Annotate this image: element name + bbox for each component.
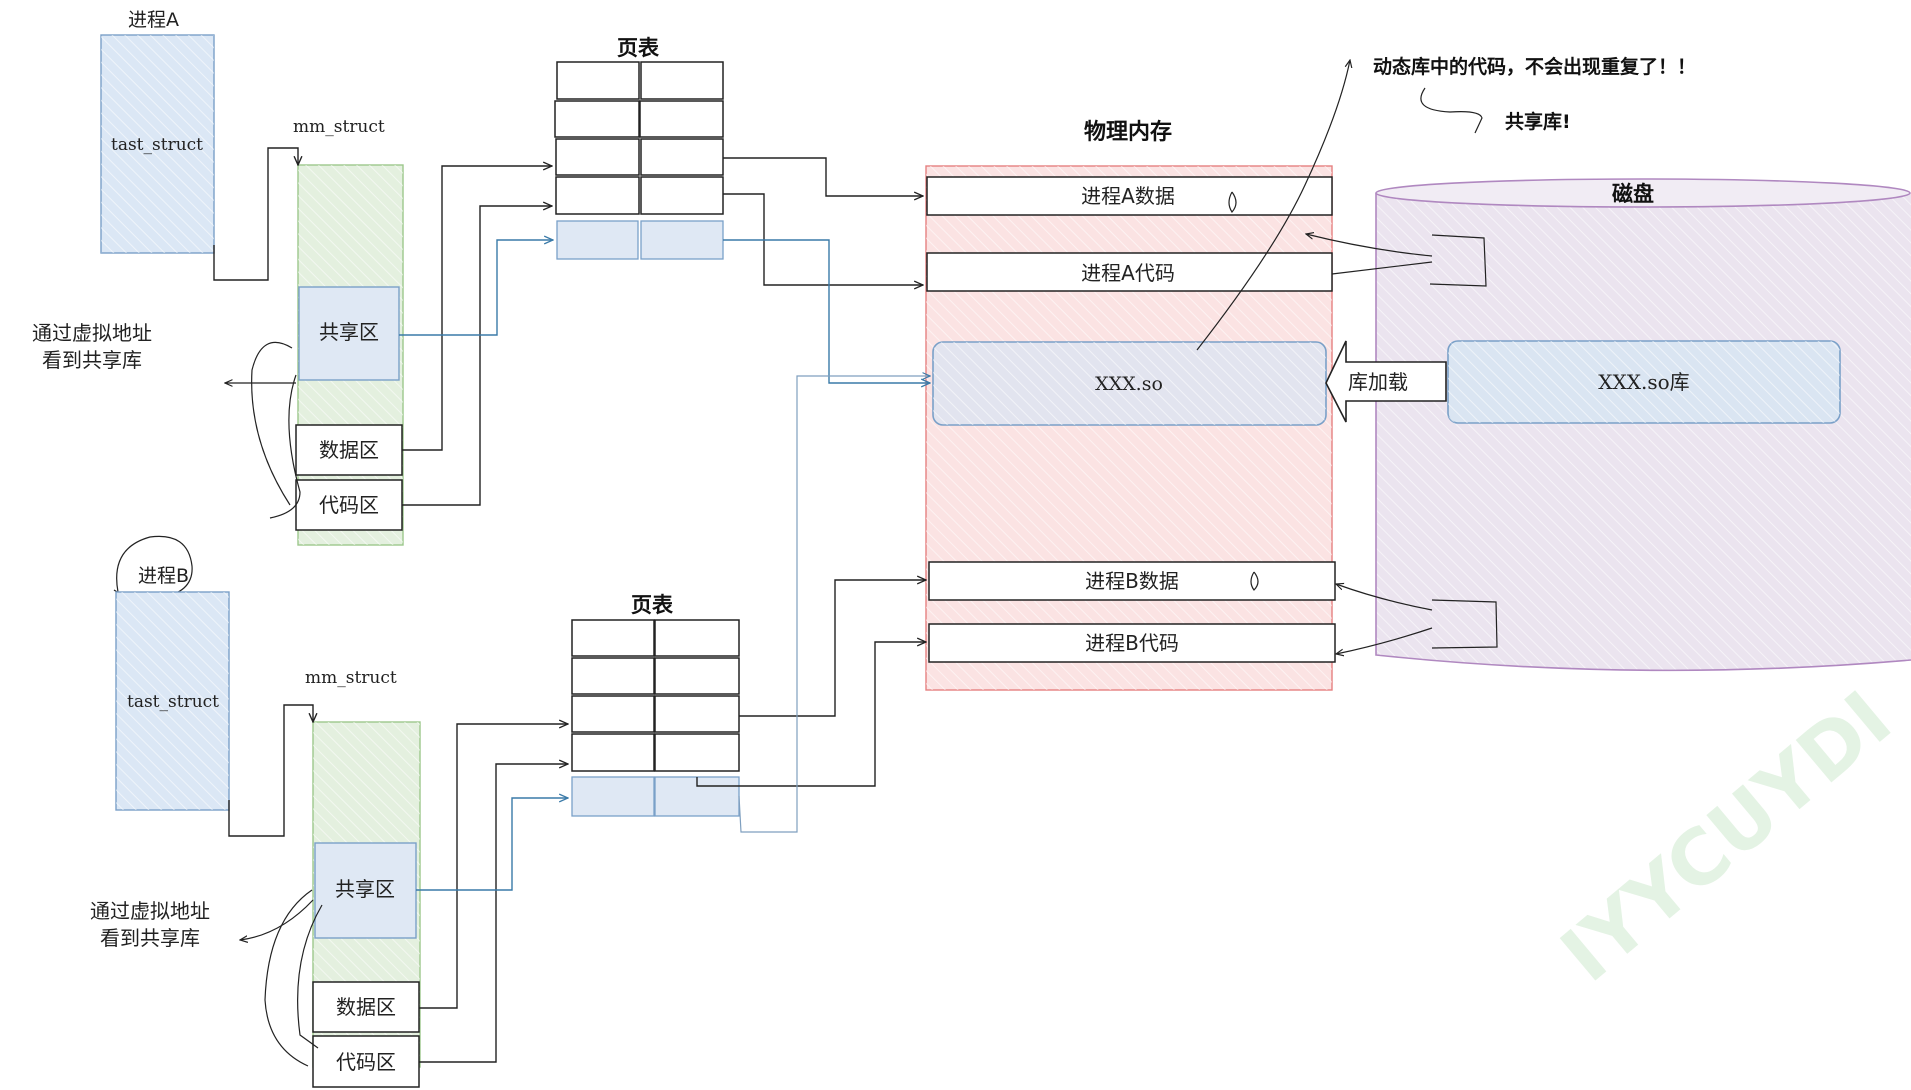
- disk-so-library-label: XXX.so库: [1598, 370, 1689, 394]
- process-b-task-label: tast_struct: [127, 692, 219, 712]
- library-load-arrow: 库加载: [1325, 340, 1447, 423]
- process-b: 进程B tast_struct mm_struct 共享区 数据区 代码区 通过…: [90, 535, 421, 1088]
- process-b-shared-label: 共享区: [335, 877, 395, 901]
- page-table-b-title: 页表: [631, 593, 674, 617]
- process-b-mm-label: mm_struct: [305, 668, 397, 688]
- page-table-a-cells: [554, 61, 724, 260]
- disk-to-b-data-arrow: [1336, 584, 1433, 611]
- page-table-a: 页表: [554, 36, 724, 260]
- page-table-a-title: 页表: [617, 36, 660, 60]
- process-a-data-label: 数据区: [319, 438, 379, 462]
- wire-b-shared-to-pagetable: [416, 798, 568, 891]
- wire-ptb-to-b-data: [739, 580, 926, 717]
- annotation-squiggle: [1420, 87, 1483, 134]
- phys-b-code: [928, 623, 1336, 663]
- disk-to-a-data-arrow: [1306, 234, 1433, 257]
- process-b-note-line1: 通过虚拟地址: [90, 899, 210, 923]
- process-a-shared-region: [298, 286, 400, 381]
- library-load-label: 库加载: [1348, 370, 1408, 394]
- phys-b-code-label: 进程B代码: [1085, 631, 1179, 655]
- physical-memory: 物理内存 进程A数据 进程A代码 XXX.so 进程B数据 进程B代码: [925, 119, 1336, 691]
- phys-b-data-label: 进程B数据: [1085, 569, 1179, 593]
- wire-a-data-to-pagetable: [402, 166, 552, 451]
- process-b-task-to-mm: [228, 704, 313, 837]
- phys-a-code: [926, 252, 1333, 292]
- wire-a-code-to-pagetable: [402, 206, 552, 506]
- wire-pta-to-so: [723, 239, 930, 383]
- process-a-title: 进程A: [128, 9, 179, 31]
- phys-a-data: [926, 176, 1333, 216]
- process-a-note-line2: 看到共享库: [42, 348, 142, 372]
- annotation-shared-lib: 共享库!: [1505, 110, 1571, 133]
- disk-to-b-code-arrow: [1336, 627, 1433, 654]
- wire-b-code-to-pagetable: [419, 764, 568, 1063]
- wire-pta-to-a-data: [723, 157, 923, 196]
- disk-to-a-code-arrow: [1331, 261, 1433, 275]
- process-a: 进程A tast_struct mm_struct 共享区 数据区 代码区 通过…: [32, 9, 404, 546]
- physical-memory-title: 物理内存: [1084, 119, 1172, 145]
- phys-a-data-label: 进程A数据: [1081, 184, 1175, 208]
- process-a-note-line1: 通过虚拟地址: [32, 321, 152, 345]
- wire-ptb-to-so: [738, 376, 930, 833]
- phys-a-code-label: 进程A代码: [1081, 261, 1175, 285]
- wire-b-data-to-pagetable: [419, 724, 568, 1009]
- process-b-note-arrow: [240, 899, 314, 940]
- process-a-code-label: 代码区: [319, 493, 379, 517]
- process-b-code-label: 代码区: [336, 1050, 396, 1074]
- process-b-data-region: [312, 981, 420, 1033]
- phys-so-label: XXX.so: [1095, 373, 1163, 395]
- process-a-shared-label: 共享区: [319, 320, 379, 344]
- process-b-code-region: [312, 1035, 420, 1088]
- disk-title: 磁盘: [1612, 182, 1654, 206]
- annotation-no-repeat: 动态库中的代码，不会出现重复了！！: [1373, 55, 1696, 78]
- phys-b-data: [928, 561, 1336, 601]
- page-table-b: 页表: [571, 593, 740, 817]
- process-a-mm-label: mm_struct: [293, 117, 385, 137]
- process-a-task-label: tast_struct: [111, 135, 203, 155]
- process-b-title: 进程B: [138, 565, 189, 587]
- process-b-data-label: 数据区: [336, 995, 396, 1019]
- process-b-shared-region: [314, 842, 417, 939]
- watermark: IYYCUYDI: [1544, 674, 1907, 999]
- process-a-data-region: [295, 424, 403, 476]
- annotation-pointer: [1196, 60, 1350, 351]
- wire-ptb-to-b-code: [696, 642, 926, 787]
- wire-a-shared-to-pagetable: [399, 240, 553, 336]
- disk: 磁盘 XXX.so库: [1375, 178, 1911, 672]
- process-a-task-to-mm: [213, 147, 298, 281]
- process-b-note-line2: 看到共享库: [100, 926, 200, 950]
